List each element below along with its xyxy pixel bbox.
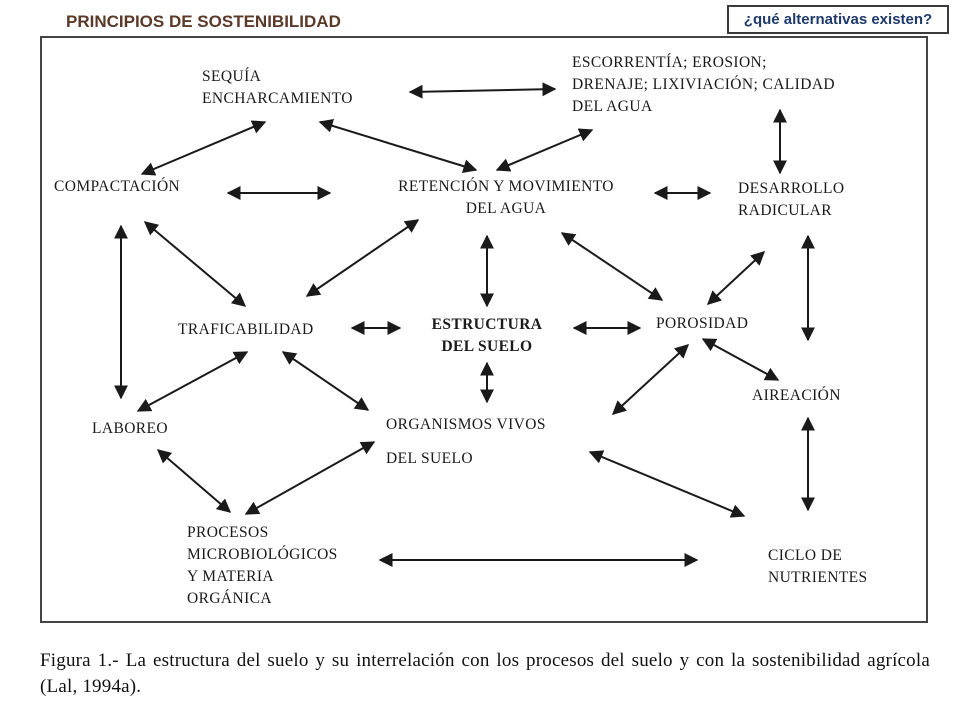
node-label: COMPACTACIÓN [54,178,181,195]
node-estructura-del-suelo: ESTRUCTURA DEL SUELO [410,314,564,358]
node-label: DESARROLLO [738,180,845,197]
node-label: ORGÁNICA [187,590,273,607]
node-desarrollo-radicular: DESARROLLO RADICULAR [738,178,844,222]
node-label: TRAFICABILIDAD [178,321,314,338]
arrow-porosidad-aireacion [701,338,780,381]
node-label: CICLO DE [768,547,843,564]
node-label: ESTRUCTURA [431,316,543,333]
arrow-traficabilidad-laboreo [136,351,249,412]
arrow-sequia-escorrentia [408,82,557,99]
arrow-escorrentia-retencion [495,128,594,172]
node-label: DEL SUELO [441,338,533,355]
question-box: ¿qué alternativas existen? [727,5,949,34]
arrow-compactacion-traficabilidad [143,221,247,307]
arrow-organismos-procesos [244,441,376,515]
node-laboreo: LABOREO [92,418,168,440]
arrow-retencion-porosidad [560,232,664,301]
figure-caption: Figura 1.- La estructura del suelo y su … [40,650,930,697]
arrow-sequia-retencion [318,119,478,173]
node-label: POROSIDAD [656,315,749,332]
slide-title: PRINCIPIOS DE SOSTENIBILIDAD [66,12,341,31]
arrow-porosidad-organismos [611,344,690,415]
diagram-frame [40,36,928,623]
arrow-sequia-compactacion [140,120,267,176]
node-sequia: SEQUÍA ENCHARCAMIENTO [202,66,353,110]
node-porosidad: POROSIDAD [656,313,748,335]
node-label: MICROBIOLÓGICOS [187,546,338,563]
node-organismos-vivos: ORGANISMOS VIVOS DEL SUELO [386,408,546,476]
node-label: PROCESOS [187,524,269,541]
node-procesos-microbiologicos: PROCESOS MICROBIOLÓGICOS Y MATERIA ORGÁN… [187,522,338,610]
node-label: DEL AGUA [465,200,547,217]
node-compactacion: COMPACTACIÓN [54,176,180,198]
node-label: ESCORRENTÍA; EROSION; [572,54,767,71]
node-retencion: RETENCIÓN Y MOVIMIENTO DEL AGUA [368,176,644,220]
node-label: ORGANISMOS VIVOS [386,416,546,433]
arrow-laboreo-procesos [156,449,232,513]
node-label: RETENCIÓN Y MOVIMIENTO [398,178,614,195]
node-label: RADICULAR [738,202,833,219]
node-label: DEL AGUA [572,98,653,115]
node-label: NUTRIENTES [768,569,868,586]
node-label: SEQUÍA [202,68,262,85]
node-aireacion: AIREACIÓN [752,385,841,407]
node-traficabilidad: TRAFICABILIDAD [178,319,314,341]
arrow-organismos-ciclo [588,450,746,518]
node-label: DRENAJE; LIXIVIACIÓN; CALIDAD [572,76,836,93]
node-label: DEL SUELO [386,450,473,467]
node-label: LABOREO [92,420,168,437]
node-escorrentia: ESCORRENTÍA; EROSION; DRENAJE; LIXIVIACI… [572,52,835,118]
node-label: Y MATERIA [187,568,274,585]
arrow-desarrollo-porosidad [706,251,766,305]
node-ciclo-de-nutrientes: CICLO DE NUTRIENTES [768,545,868,589]
arrow-retencion-traficabilidad [305,219,420,297]
arrow-traficabilidad-organismos [281,351,370,411]
node-label: AIREACIÓN [752,387,841,404]
node-label: ENCHARCAMIENTO [202,90,353,107]
